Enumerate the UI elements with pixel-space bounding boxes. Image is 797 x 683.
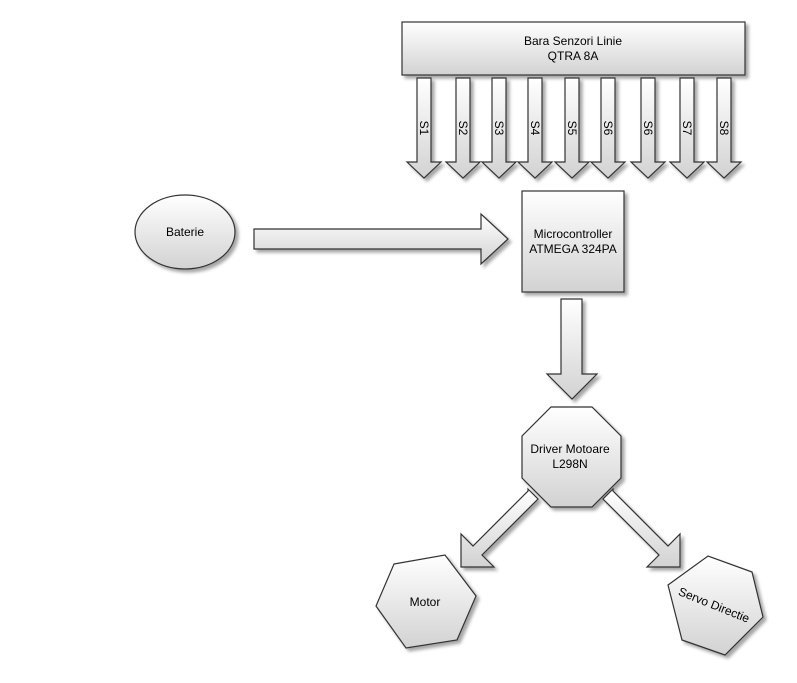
- motor-node: Motor: [375, 554, 477, 649]
- arrow-battery-to-mcu: [253, 212, 509, 266]
- microcontroller-model: ATMEGA 324PA: [529, 242, 617, 256]
- driver-node: Driver Motoare L298N: [521, 406, 622, 508]
- sensor-label: S4: [528, 121, 542, 136]
- sensor-bar: Bara Senzori Linie QTRA 8A: [401, 21, 746, 76]
- sensor-arrow-2: S2: [444, 77, 482, 179]
- sensor-label: S3: [492, 121, 506, 136]
- sensor-arrow-9: S8: [705, 77, 743, 179]
- servo-node: Servo Directie: [667, 555, 764, 656]
- battery-label: Baterie: [166, 225, 204, 239]
- sensor-arrow-8: S7: [668, 77, 706, 179]
- sensor-label: S7: [680, 121, 694, 136]
- motor-label: Motor: [410, 595, 441, 609]
- sensor-label: S8: [717, 121, 731, 136]
- sensor-label: S1: [417, 121, 431, 136]
- sensor-arrow-1: S1: [405, 77, 443, 179]
- microcontroller-node: Microcontroller ATMEGA 324PA: [521, 190, 625, 293]
- sensor-label: S2: [456, 121, 470, 136]
- sensor-arrow-6: S6: [589, 77, 627, 179]
- sensor-arrow-7: S6: [629, 77, 667, 179]
- sensor-arrow-3: S3: [480, 77, 518, 179]
- sensor-bar-model: QTRA 8A: [548, 49, 599, 63]
- sensor-label: S6: [601, 121, 615, 136]
- battery-node: Baterie: [134, 194, 236, 270]
- sensor-label: S6: [641, 121, 655, 136]
- sensor-arrows: S1 S2 S3 S4 S5 S6 S6 S7 S8: [405, 77, 743, 179]
- driver-title: Driver Motoare: [530, 442, 610, 456]
- sensor-arrow-5: S5: [553, 77, 591, 179]
- sensor-bar-title: Bara Senzori Linie: [524, 34, 622, 48]
- sensor-arrow-4: S4: [516, 77, 554, 179]
- arrow-driver-to-servo: [602, 487, 681, 568]
- driver-model: L298N: [552, 457, 587, 471]
- microcontroller-title: Microcontroller: [534, 227, 613, 241]
- arrow-driver-to-motor: [460, 487, 539, 568]
- arrow-mcu-to-driver: [545, 298, 599, 400]
- sensor-label: S5: [565, 121, 579, 136]
